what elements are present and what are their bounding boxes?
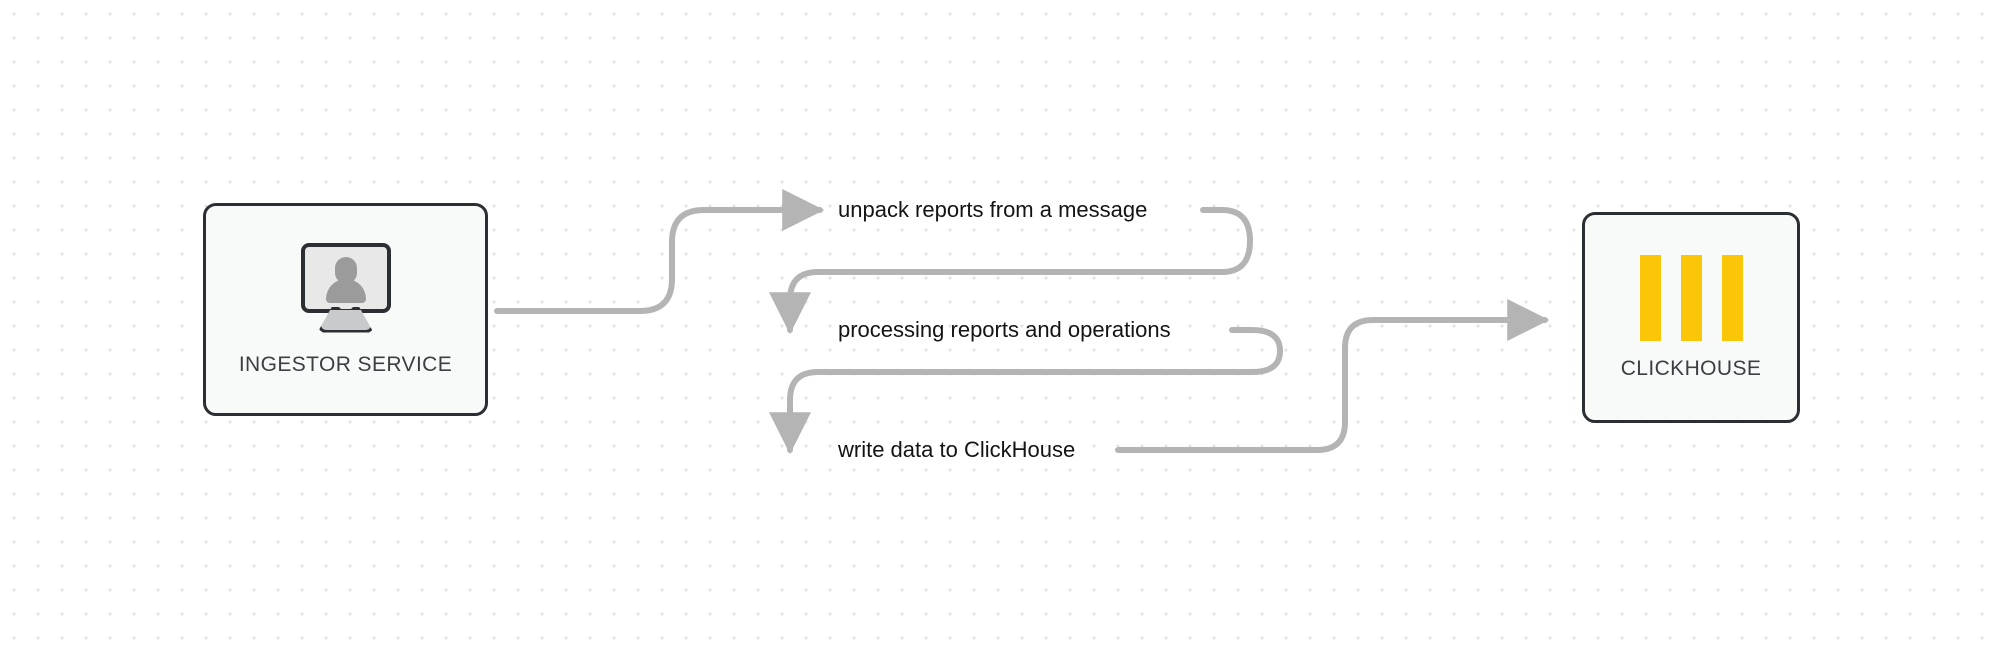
user-body-shape: [325, 278, 366, 303]
monitor-notch: [338, 302, 353, 309]
monitor-user-icon: [297, 242, 395, 335]
clickhouse-logo-icon: [1639, 254, 1743, 341]
clickhouse-bar-2: [1680, 254, 1702, 341]
node-ingestor-service[interactable]: INGESTOR SERVICE: [203, 203, 488, 416]
edge-label-processing: processing reports and operations: [838, 317, 1171, 342]
clickhouse-bar-3: [1721, 254, 1743, 341]
edge-ingestor-to-unpack: [494, 189, 825, 314]
node-ingestor-label: INGESTOR SERVICE: [238, 352, 453, 376]
edge-write-to-clickhouse: [1115, 299, 1550, 453]
node-clickhouse[interactable]: CLICKHOUSE: [1582, 212, 1800, 423]
user-head-shape: [334, 256, 357, 283]
edge-process-to-write: [769, 327, 1283, 455]
monitor-screen: [300, 242, 391, 313]
clickhouse-bar-1: [1639, 254, 1661, 341]
node-clickhouse-label: CLICKHOUSE: [1620, 356, 1762, 380]
edge-label-unpack: unpack reports from a message: [838, 197, 1148, 222]
edge-unpack-to-process: [769, 207, 1253, 335]
edge-label-write-data: write data to ClickHouse: [838, 437, 1076, 462]
